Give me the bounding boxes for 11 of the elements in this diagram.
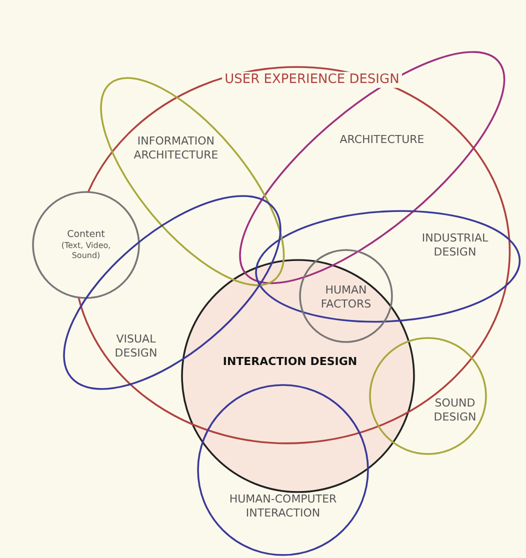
region-label: HUMAN-COMPUTER INTERACTION (228, 492, 338, 520)
region-label: INTERACTION DESIGN (222, 355, 358, 369)
region-sublabel: (Text, Video, Sound) (60, 240, 112, 261)
region-label: VISUAL DESIGN (114, 332, 158, 360)
region-label: SOUND DESIGN (432, 396, 478, 424)
region-label: ARCHITECTURE (340, 133, 424, 147)
region-label: HUMAN FACTORS (320, 283, 372, 311)
region-label: Content (67, 229, 105, 241)
region-label: INDUSTRIAL DESIGN (420, 231, 490, 259)
region-label: INFORMATION ARCHITECTURE (132, 134, 220, 162)
region-label: USER EXPERIENCE DESIGN (222, 72, 402, 88)
